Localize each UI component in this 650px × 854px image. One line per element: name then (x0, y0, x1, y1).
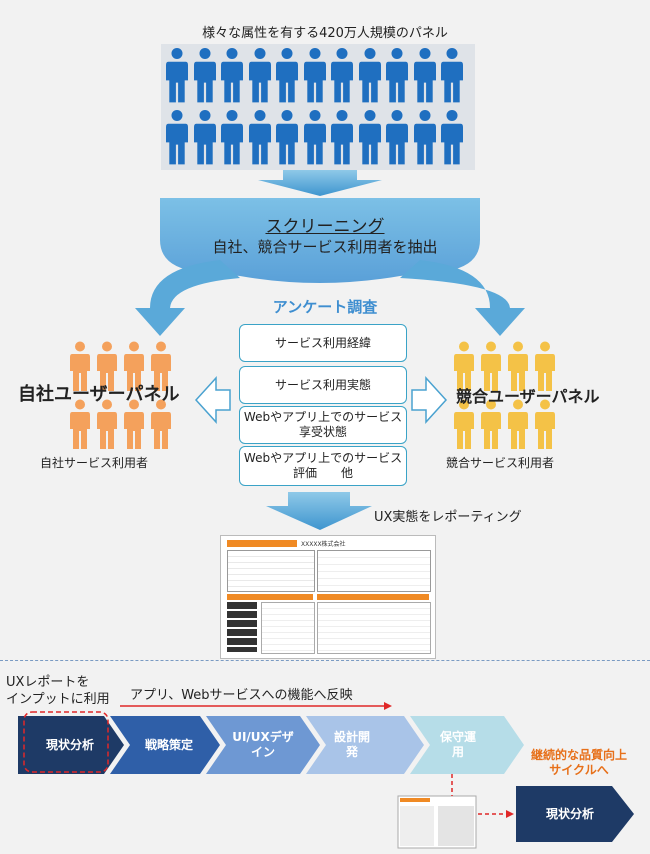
survey-item-2: サービス利用実態 (239, 366, 407, 404)
section-divider (0, 660, 650, 661)
stage-chevron-1 (18, 716, 124, 774)
ux-report-label: UX実態をレポーティング (374, 510, 522, 525)
person-icon (70, 398, 90, 456)
arrow-curve-right (400, 260, 525, 336)
person-icon (508, 340, 528, 398)
person-icon (124, 398, 144, 456)
person-icon (413, 47, 436, 109)
panel-people-grid (161, 44, 475, 170)
person-icon (508, 398, 528, 456)
screening-title: スクリーニング (265, 217, 385, 237)
report-thumbnail: XXXXX株式会社 (220, 535, 436, 659)
arrow-curve-left (135, 260, 240, 336)
person-icon (221, 47, 243, 109)
person-icon (535, 340, 555, 398)
person-icon (331, 47, 353, 109)
arrow-hollow-left (194, 376, 231, 424)
survey-item-4: Webやアプリ上でのサービス評価 他 (239, 446, 407, 486)
person-icon (535, 398, 555, 456)
person-icon (481, 340, 501, 398)
person-icon (276, 47, 298, 109)
person-icon (454, 398, 474, 456)
input-label-line1: UXレポートを (6, 675, 90, 690)
person-icon (441, 47, 463, 109)
person-icon (193, 47, 216, 109)
person-icon (221, 109, 243, 171)
own-panel-people (68, 338, 178, 454)
screening-funnel (160, 198, 480, 283)
arrow-down-1 (258, 170, 382, 196)
next-stage-label: 現状分析 (545, 806, 594, 821)
person-icon (193, 109, 216, 171)
person-icon (358, 109, 381, 171)
stage-chevron-5 (410, 716, 524, 774)
survey-item-1: サービス利用経緯 (239, 324, 407, 362)
person-icon (166, 47, 188, 109)
input-label-line2: インプットに利用 (6, 692, 110, 707)
person-icon (303, 47, 326, 109)
person-icon (124, 340, 144, 398)
person-icon (97, 398, 117, 456)
screening-subtitle: 自社、競合サービス利用者を抽出 (212, 238, 438, 256)
own-users-label: 自社サービス利用者 (40, 456, 149, 470)
stage-chevron-2 (110, 716, 220, 774)
continuous-cycle-label: 継続的な品質向上 サイクルへ (512, 748, 646, 778)
person-icon (70, 340, 90, 398)
stage-label-5: 保守運用 (439, 730, 476, 759)
person-icon (97, 340, 117, 398)
person-icon (151, 398, 171, 456)
next-stage-chevron (516, 786, 634, 842)
person-icon (358, 47, 381, 109)
person-icon (166, 109, 188, 171)
input-label: UXレポートを インプットに利用 (6, 674, 110, 708)
arrow-down-2 (266, 492, 372, 530)
person-icon (481, 398, 501, 456)
person-icon (248, 109, 271, 171)
person-icon (441, 109, 463, 171)
continuous-line2: サイクルへ (549, 763, 609, 777)
continuous-line1: 継続的な品質向上 (530, 748, 627, 762)
panel-caption: 様々な属性を有する420万人規模のパネル (202, 26, 448, 41)
competitor-panel-people (452, 338, 562, 454)
apply-label: アプリ、Webサービスへの機能へ反映 (130, 688, 353, 703)
own-panel-label: 自社ユーザーパネル (18, 384, 180, 405)
person-icon (303, 109, 326, 171)
arrow-hollow-right (411, 376, 448, 424)
person-icon (413, 109, 436, 171)
report-doc-title: XXXXX株式会社 (301, 541, 346, 548)
stage-label-1: 現状分析 (45, 737, 94, 752)
person-icon (386, 109, 408, 171)
flow-graphic (135, 170, 525, 530)
stage-label-3: UI/UXデザイン (232, 730, 294, 759)
person-icon (248, 47, 271, 109)
survey-item-3: Webやアプリ上でのサービス享受状態 (239, 406, 407, 444)
person-icon (151, 340, 171, 398)
competitor-users-label: 競合サービス利用者 (446, 456, 555, 470)
person-icon (454, 340, 474, 398)
stage-label-2: 戦略策定 (144, 737, 193, 752)
stage-chevron-3 (206, 716, 320, 774)
person-icon (386, 47, 408, 109)
person-icon (331, 109, 353, 171)
person-icon (276, 109, 298, 171)
stage-chevron-4 (306, 716, 424, 774)
competitor-panel-label: 競合ユーザーパネル (456, 387, 600, 406)
stage-label-4: 設計開発 (333, 730, 370, 759)
survey-title: アンケート調査 (272, 298, 378, 316)
